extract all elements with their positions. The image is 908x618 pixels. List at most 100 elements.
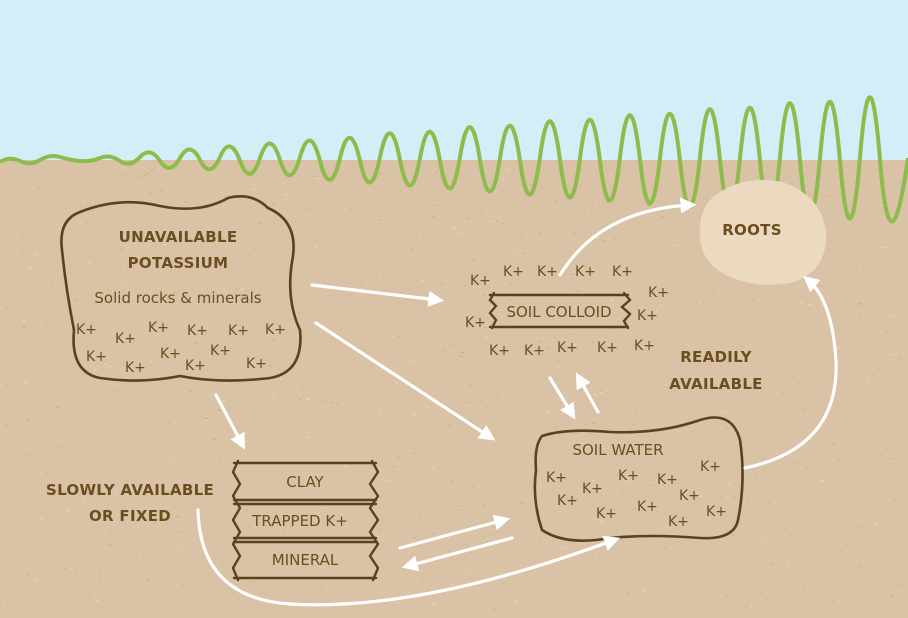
soil-speck — [870, 368, 874, 370]
soil-speck — [468, 384, 472, 386]
soil-speck — [583, 265, 586, 267]
soil-speck — [140, 510, 144, 512]
soil-speck — [668, 292, 672, 294]
soil-speck — [38, 472, 43, 474]
soil-speck — [631, 531, 633, 533]
soil-speck — [359, 294, 361, 296]
soil-speck — [433, 204, 437, 206]
soil-speck — [360, 288, 363, 290]
soil-speck — [75, 299, 79, 301]
soil-speck — [877, 548, 879, 550]
soil-speck — [726, 351, 728, 353]
soil-speck — [795, 461, 799, 463]
soil-speck — [897, 358, 901, 360]
soil-speck — [891, 316, 896, 317]
soil-speck — [175, 516, 179, 518]
soil-speck — [223, 400, 225, 402]
soil-speck — [775, 296, 777, 298]
soil-speck — [59, 193, 62, 195]
soil-speck — [479, 286, 482, 288]
soil-speck — [453, 216, 455, 217]
soil-speck — [302, 232, 305, 233]
soil-speck — [419, 515, 422, 517]
soil-speck — [854, 437, 858, 439]
soil-speck — [645, 556, 648, 558]
soil-speck — [104, 530, 107, 532]
soil-speck — [82, 498, 86, 500]
soil-speck — [299, 180, 301, 182]
soil-speck — [467, 401, 472, 403]
soil-speck — [325, 588, 329, 590]
soil-speck — [650, 358, 653, 360]
soil-speck — [594, 393, 598, 395]
soil-speck — [240, 288, 244, 290]
soil-speck — [161, 554, 164, 556]
soil-speck — [530, 604, 533, 606]
k-ion: K+ — [557, 340, 578, 356]
soil-speck — [708, 280, 710, 282]
soil-speck — [113, 521, 117, 522]
soil-speck — [401, 412, 402, 414]
soil-speck — [69, 560, 71, 562]
soil-speck — [272, 203, 275, 205]
soil-speck — [122, 363, 124, 365]
soil-speck — [266, 612, 268, 614]
soil-speck — [395, 602, 399, 604]
soil-speck — [680, 225, 683, 227]
soil-speck — [239, 273, 242, 275]
soil-speck — [876, 565, 878, 567]
arrow-colloid-to-water — [548, 376, 576, 420]
soil-speck — [168, 548, 172, 550]
soil-speck — [0, 308, 4, 310]
soil-speck — [684, 321, 687, 323]
arrow-water-to-colloid — [575, 372, 600, 414]
soil-speck — [205, 419, 208, 421]
soil-speck — [530, 391, 533, 393]
soil-speck — [566, 609, 570, 611]
soil-speck — [708, 558, 710, 560]
soil-speck — [265, 223, 267, 224]
k-ion: K+ — [700, 459, 721, 475]
soil-speck — [630, 516, 634, 518]
soil-speck — [633, 508, 636, 510]
soil-speck — [665, 385, 667, 386]
soil-speck — [317, 471, 320, 473]
soil-speck — [134, 559, 136, 560]
soil-speck — [638, 537, 642, 538]
k-ion: K+ — [668, 514, 689, 530]
soil-speck — [450, 480, 454, 482]
soil-speck — [724, 497, 728, 499]
soil-speck — [410, 249, 414, 251]
soil-speck — [65, 525, 67, 527]
soil-speck — [813, 395, 816, 397]
soil-speck — [894, 482, 898, 484]
soil-speck — [613, 460, 615, 462]
soil-speck — [126, 300, 130, 302]
soil-speck — [10, 518, 12, 520]
soil-speck — [444, 269, 446, 271]
soil-speck — [376, 491, 379, 493]
soil-speck — [270, 393, 273, 395]
k-ion: K+ — [575, 264, 596, 280]
soil-speck — [617, 454, 620, 456]
soil-speck — [464, 570, 469, 572]
soil-speck — [453, 227, 457, 229]
soil-speck — [56, 406, 59, 408]
soil-speck — [424, 364, 427, 366]
soil-speck — [244, 509, 248, 511]
soil-speck — [24, 369, 26, 370]
soil-speck — [886, 454, 889, 456]
k-ion: K+ — [470, 273, 491, 289]
soil-speck — [312, 448, 314, 450]
soil-speck — [623, 581, 626, 583]
soil-speck — [897, 584, 900, 586]
k-ion: K+ — [657, 472, 678, 488]
soil-speck — [885, 247, 889, 248]
soil-speck — [173, 422, 177, 424]
soil-speck — [17, 319, 20, 321]
soil-speck — [450, 584, 454, 586]
soil-speck — [751, 435, 753, 437]
soil-speck — [194, 343, 198, 345]
soil-speck — [420, 279, 424, 281]
